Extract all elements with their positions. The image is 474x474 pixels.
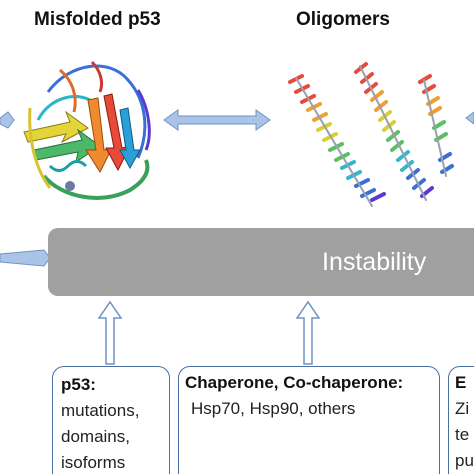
chaperone-factors-box: Chaperone, Co-chaperone: Hsp70, Hsp90, o… [178, 366, 440, 474]
left-pointer-arrow [0, 249, 51, 267]
misfolded-p53-title: Misfolded p53 [34, 9, 161, 30]
chaperone-box-line: Hsp70, Hsp90, others [191, 399, 356, 418]
instability-label: Instability [322, 248, 427, 276]
oligomers-image [288, 62, 454, 207]
misfolded-p53-ribbon-image [23, 60, 151, 200]
edge-box-heading: E [455, 373, 467, 392]
edge-box-line: pu [455, 451, 474, 470]
chaperone-box-heading: Chaperone, Co-chaperone: [185, 373, 404, 392]
instability-bar [48, 228, 474, 296]
oligomers-title: Oligomers [296, 9, 390, 30]
edge-box-line: Zi [455, 399, 470, 418]
right-edge-arrow [465, 111, 474, 125]
left-edge-arrow [0, 111, 15, 129]
up-arrow-chaperone [295, 300, 321, 365]
up-arrow-p53 [97, 300, 123, 365]
double-headed-arrow [163, 109, 271, 131]
edge-factors-box: E Zi te pu [448, 366, 474, 474]
p53-box-line: mutations, [61, 401, 140, 420]
p53-box-line: domains, [61, 427, 130, 446]
p53-box-heading: p53: [61, 375, 96, 394]
edge-box-line: te [455, 425, 470, 444]
p53-box-line: isoforms [61, 453, 126, 472]
p53-factors-box: p53: mutations, domains, isoforms [52, 366, 170, 474]
